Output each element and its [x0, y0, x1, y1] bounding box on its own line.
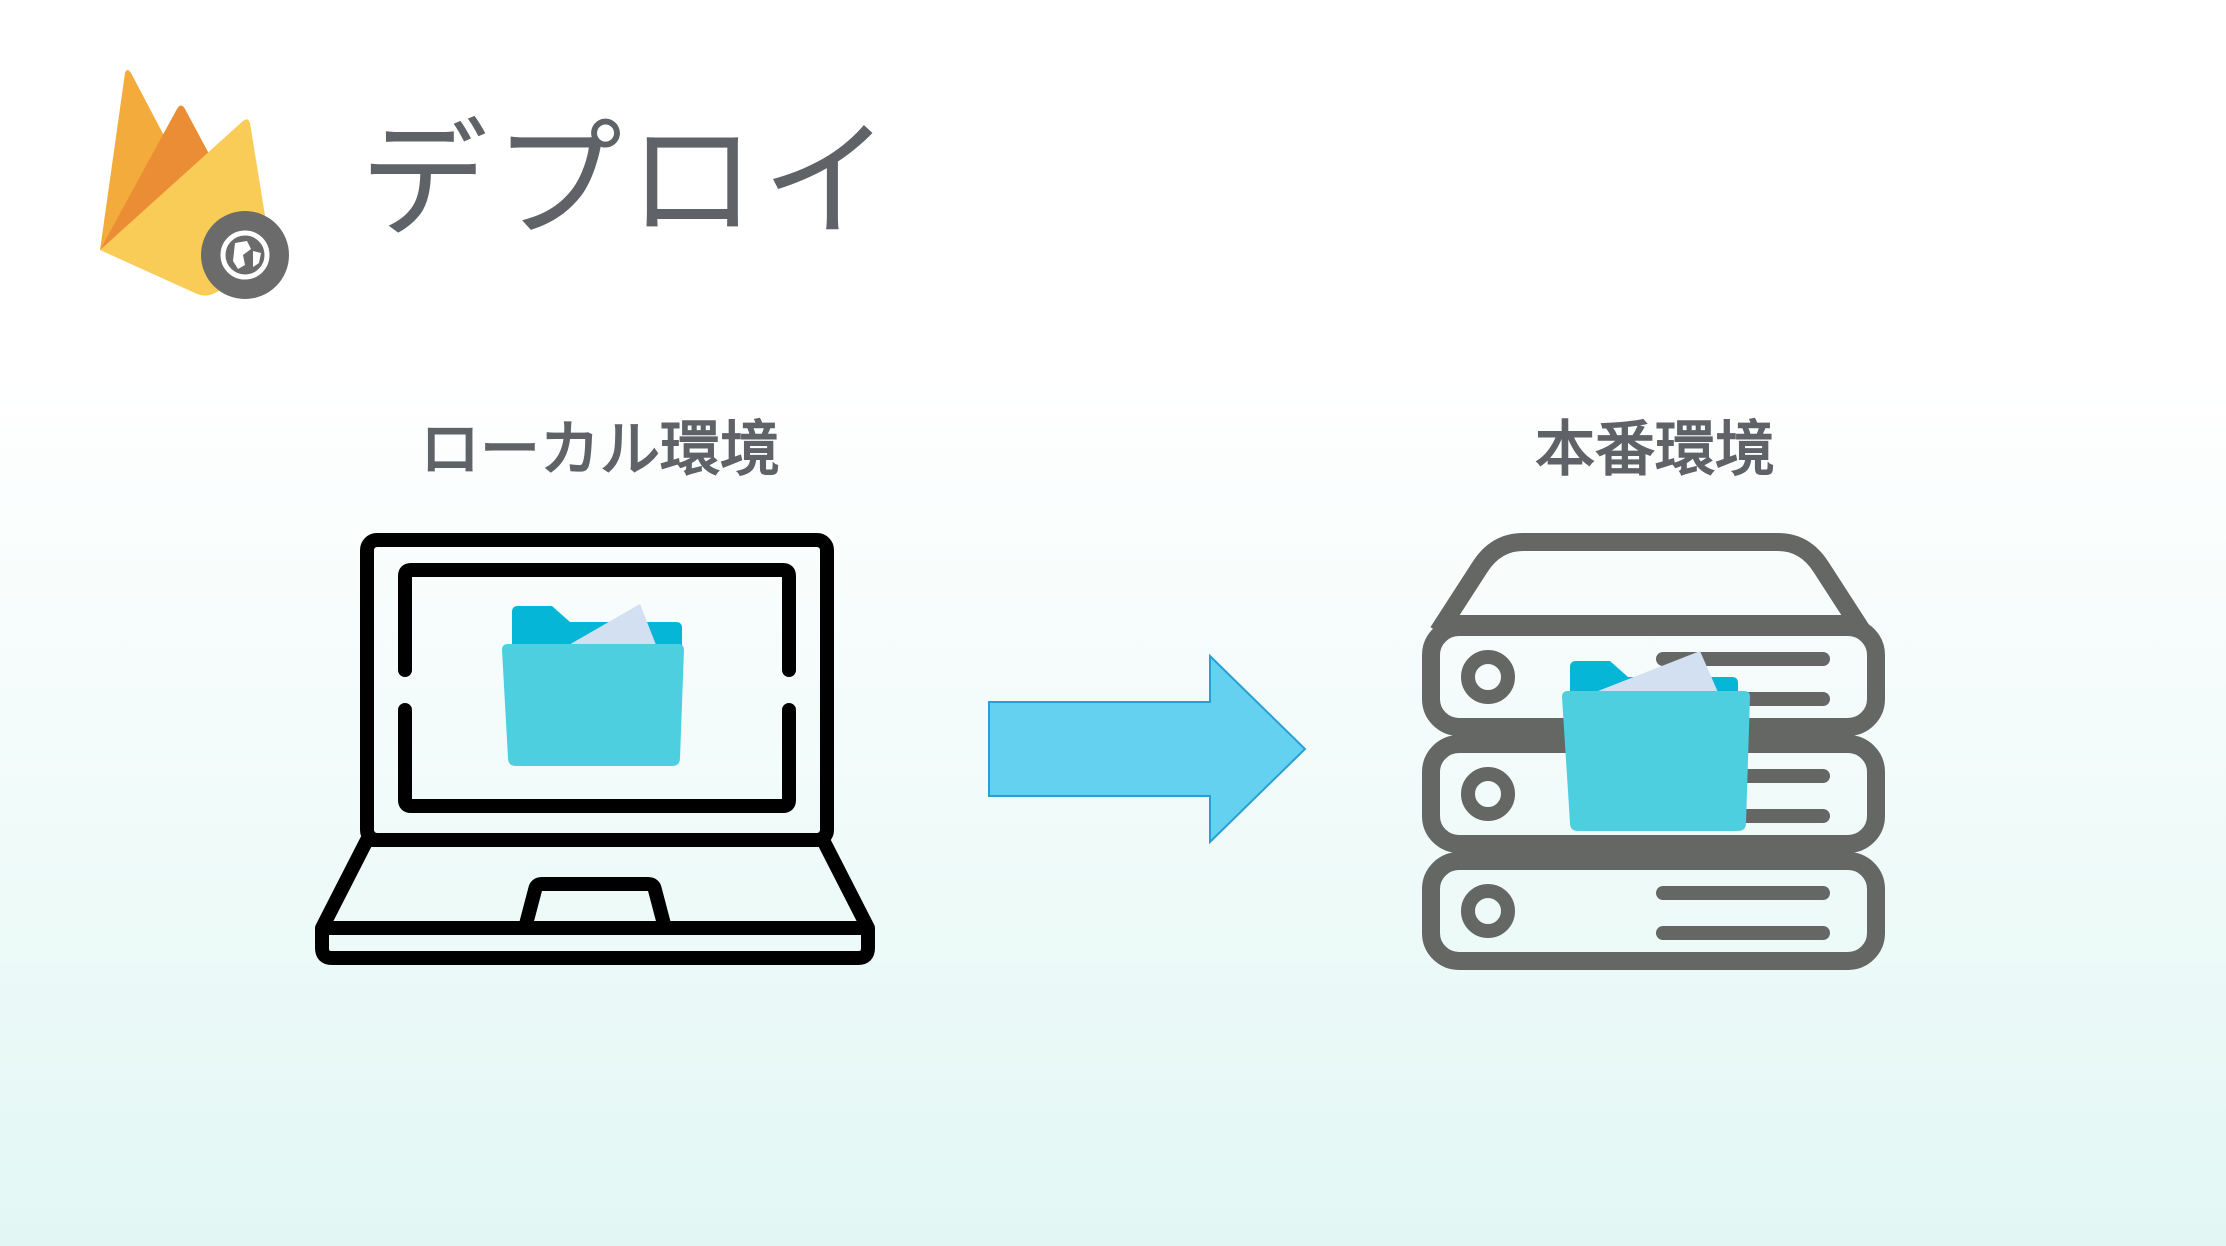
firebase-hosting-logo-icon — [100, 70, 289, 299]
folder-icon — [1562, 651, 1750, 831]
slide-title: デプロイ — [360, 107, 897, 256]
local-environment-label: ローカル環境 — [420, 415, 780, 485]
laptop-icon — [315, 533, 875, 965]
server-icon — [1422, 533, 1885, 970]
production-environment-label: 本番環境 — [1535, 415, 1775, 485]
folder-icon — [502, 604, 684, 766]
globe-icon — [201, 211, 289, 299]
arrow-right-icon — [988, 653, 1307, 845]
